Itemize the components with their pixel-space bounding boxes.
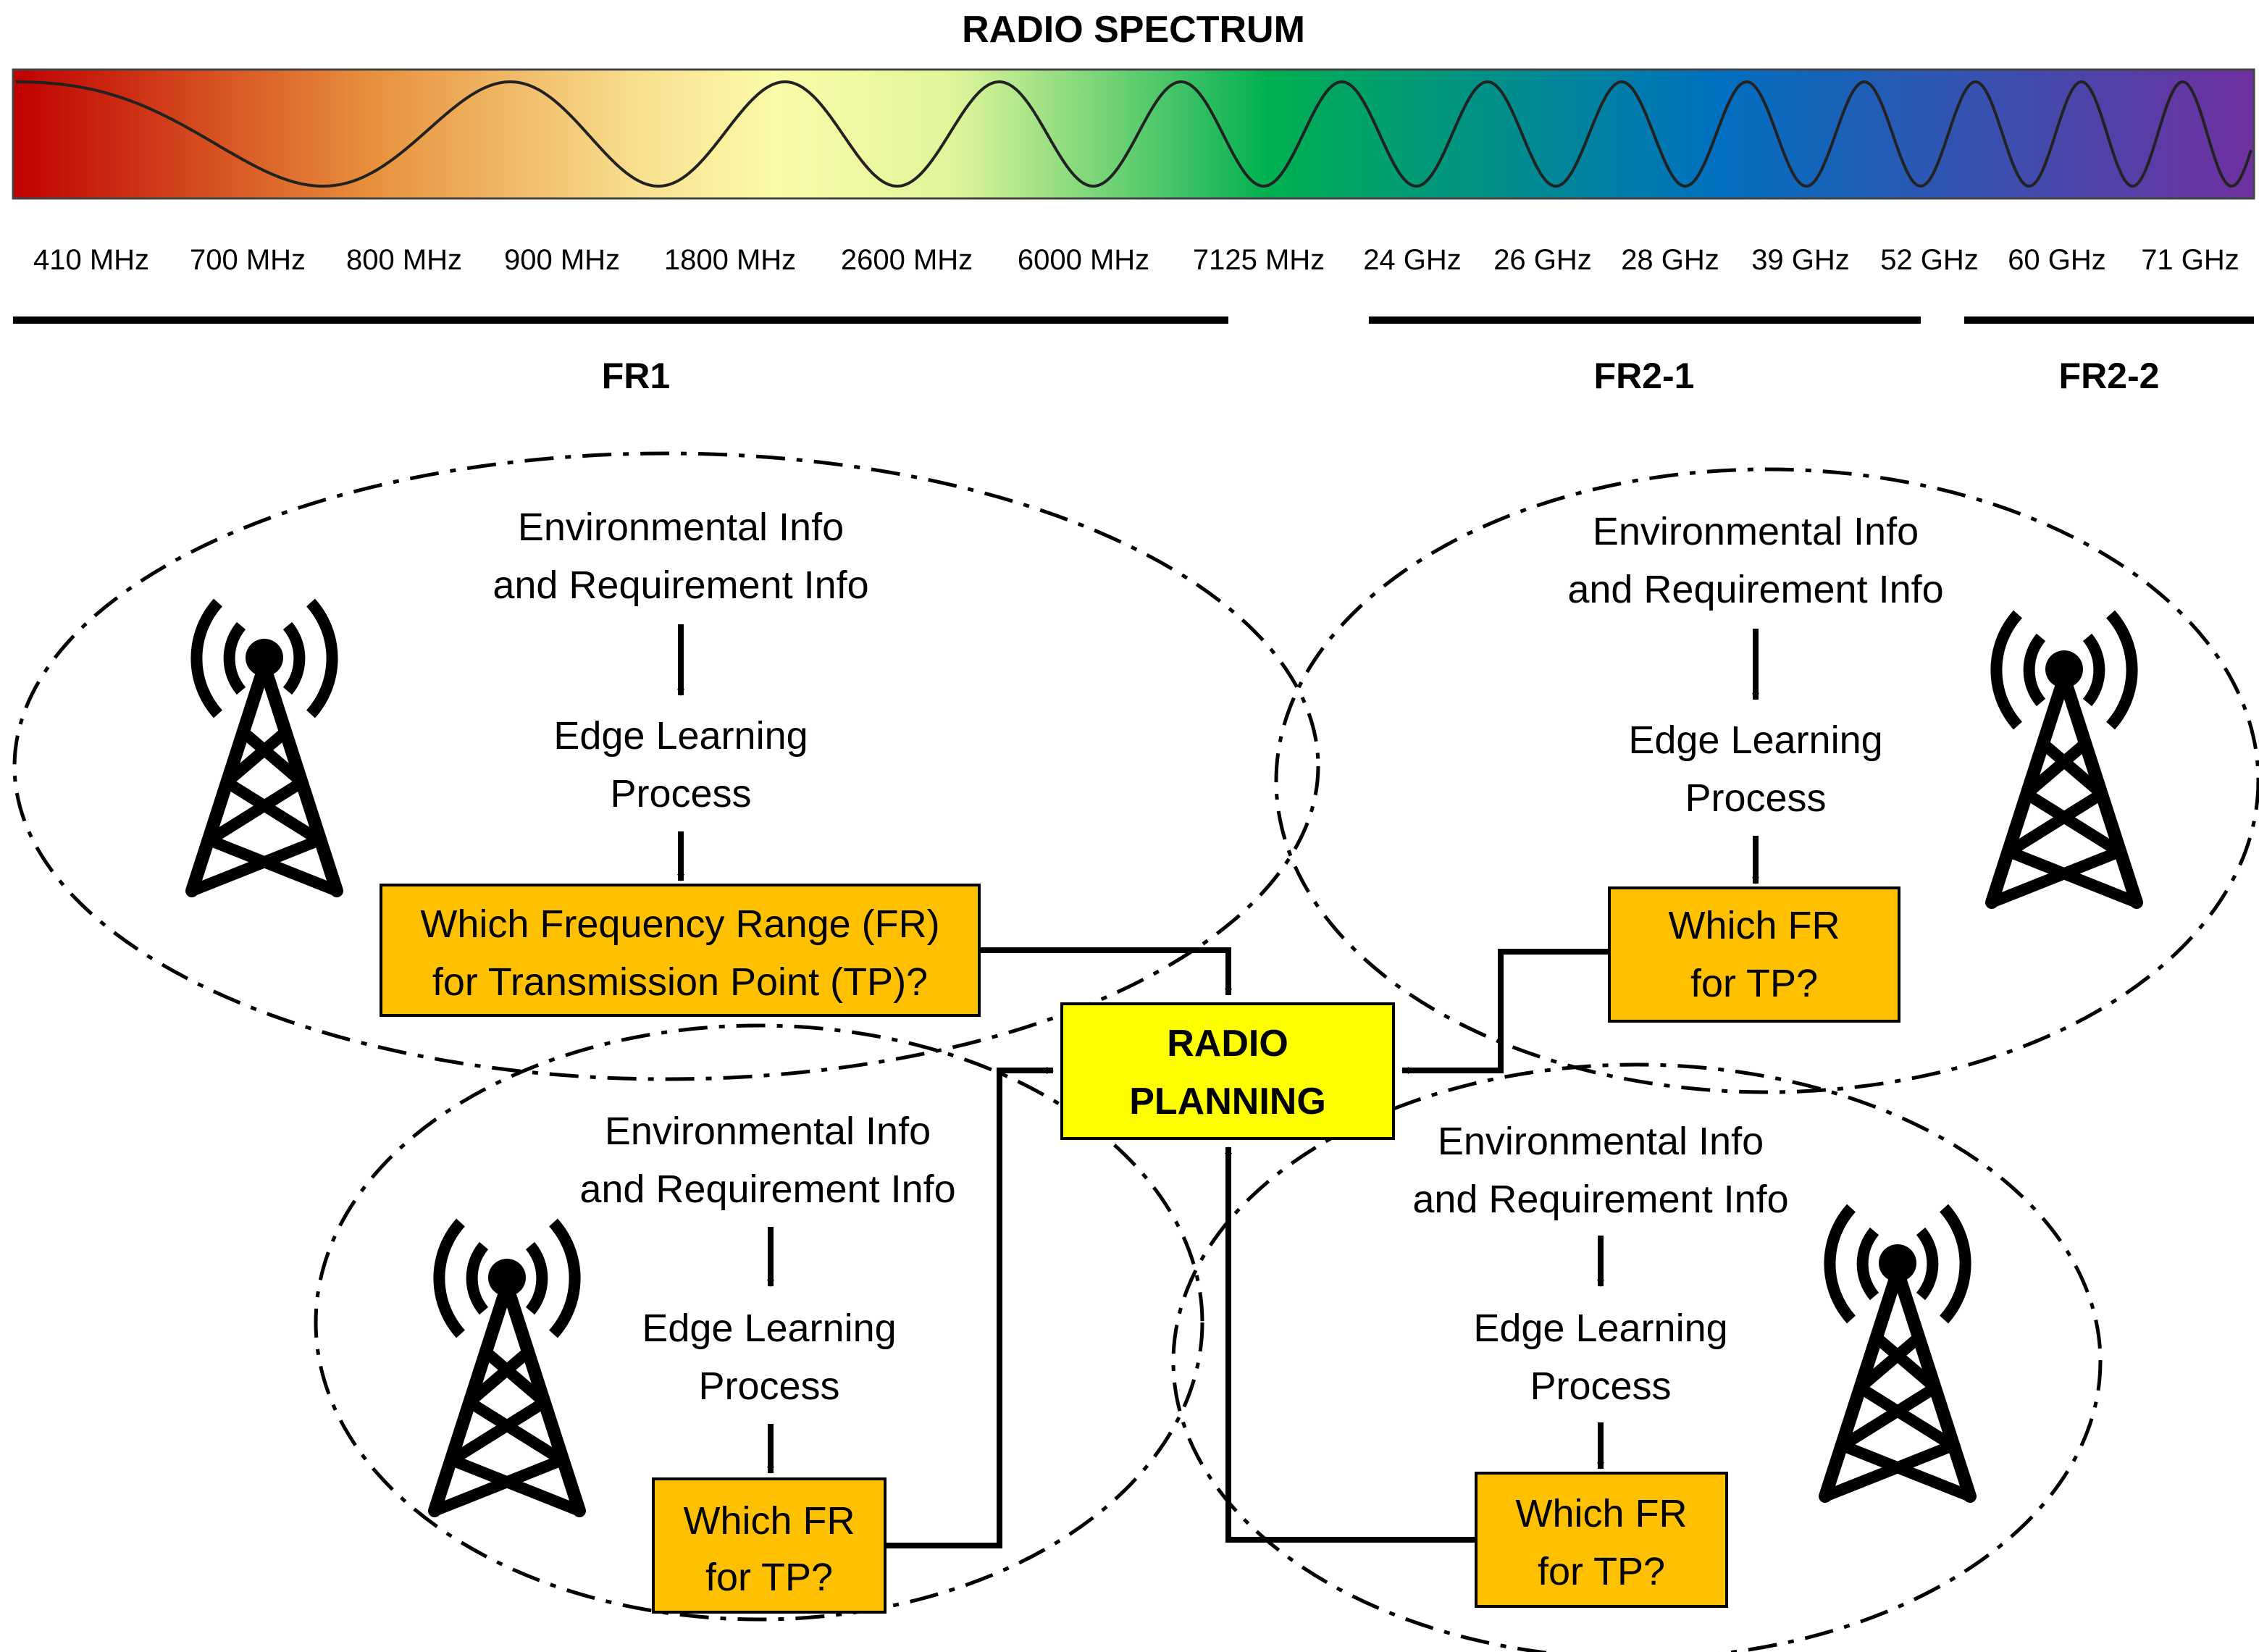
edge-learning-label: Edge Learning [553,714,808,758]
edge-learning-label: Process [1530,1364,1671,1408]
coverage-ellipse-cell-1 [12,451,1320,1081]
frequency-range-question-box [652,1477,887,1614]
radio-planning-label: RADIO [1167,1023,1288,1065]
frequency-label: 410 MHz [33,244,149,276]
frequency-label: 800 MHz [346,244,462,276]
spectrum-wave [16,80,2252,188]
question-label: for TP? [1690,962,1818,1005]
environment-info-label: and Requirement Info [1412,1178,1788,1221]
connector-cell-3 [885,1067,1054,1548]
environment-info-label: Environmental Info [605,1110,931,1153]
frequency-label: 71 GHz [2141,244,2239,276]
edge-learning-label: Process [610,772,751,815]
frequency-label: 26 GHz [1493,244,1592,276]
connector-cell-4 [1225,1146,1476,1543]
fr2-2-label: FR2-2 [2059,356,2160,396]
frequency-label: 52 GHz [1880,244,1979,276]
cell-3: Environmental Info and Requirement Info … [579,1110,956,1614]
frequency-label: 39 GHz [1751,244,1850,276]
environment-info-label: and Requirement Info [579,1167,955,1211]
edge-learning-label: Edge Learning [1628,718,1882,762]
environment-info-label: Environmental Info [1438,1120,1764,1163]
frequency-label: 1800 MHz [664,244,796,276]
frequency-range-question-box [1608,886,1900,1023]
edge-learning-label: Process [1685,776,1826,820]
cell-4: Environmental Info and Requirement Info … [1412,1120,1789,1608]
frequency-label: 6000 MHz [1018,244,1149,276]
question-label: for TP? [1538,1550,1665,1593]
spectrum-title: RADIO SPECTRUM [962,9,1305,51]
fr1-label: FR1 [602,356,670,396]
frequency-label: 900 MHz [504,244,620,276]
environment-info-label: and Requirement Info [1567,568,1943,611]
frequency-label: 24 GHz [1363,244,1462,276]
radio-planning-box [1060,1002,1395,1140]
cell-tower-icon [435,1223,579,1511]
edge-learning-label: Process [698,1364,839,1408]
frequency-label: 60 GHz [2008,244,2106,276]
environment-info-label: Environmental Info [1593,510,1919,553]
coverage-ellipse-cell-2 [1274,467,2259,1094]
question-label: Which FR [1515,1492,1687,1535]
environment-info-label: and Requirement Info [493,563,868,607]
frequency-range-question-box [1475,1472,1728,1608]
cell-tower-icon [1992,614,2137,902]
connector-cell-1 [979,947,1232,996]
coverage-ellipse-cell-3 [314,1023,1204,1622]
question-label: Which FR [683,1499,855,1543]
cell-tower-icon [1825,1208,1970,1496]
edge-learning-label: Edge Learning [642,1307,896,1350]
frequency-label: 700 MHz [190,244,306,276]
frequency-label: 7125 MHz [1193,244,1325,276]
fr2-1-label: FR2-1 [1594,356,1695,396]
coverage-ellipse-cell-4 [1171,1062,2103,1652]
cell-2: Environmental Info and Requirement Info … [1567,510,1944,1023]
frequency-labels: 410 MHz 700 MHz 800 MHz 900 MHz 1800 MHz… [33,244,2239,276]
radio-planning-label: PLANNING [1129,1081,1326,1123]
environment-info-label: Environmental Info [518,506,844,549]
question-label: for Transmission Point (TP)? [432,960,928,1004]
question-label: for TP? [705,1556,833,1599]
frequency-label: 28 GHz [1621,244,1719,276]
connector-cell-2 [1401,949,1609,1074]
frequency-label: 2600 MHz [841,244,973,276]
question-label: Which Frequency Range (FR) [420,902,939,946]
spectrum-bar [12,68,2255,200]
edge-learning-label: Edge Learning [1473,1307,1727,1350]
cell-1: Environmental Info and Requirement Info … [380,506,981,1017]
question-label: Which FR [1668,904,1840,947]
cell-tower-icon [192,603,337,891]
